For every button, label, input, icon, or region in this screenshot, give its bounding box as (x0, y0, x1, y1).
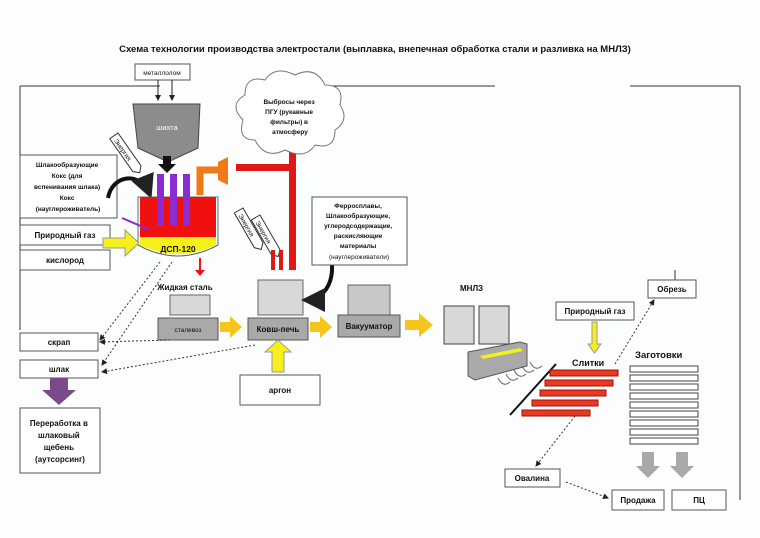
ladle-furnace-label: Ковш-печь (257, 325, 300, 334)
cooling-bed (509, 363, 557, 416)
diagram-title: Схема технологии производства электроста… (119, 44, 631, 55)
ingots-label: Слитки (572, 358, 604, 368)
tundish-1 (443, 305, 475, 345)
natural-gas-label: Природный газ (35, 231, 96, 240)
down-arrow-icon (158, 156, 176, 173)
feed-arrows (155, 80, 175, 101)
oxygen-box (19, 249, 111, 271)
charge-hopper (132, 103, 201, 163)
vacuum-degasser (337, 314, 401, 338)
ingot-stack (521, 369, 619, 417)
pc-box (671, 489, 727, 511)
liquid-steel-label: Жидкая сталь (156, 283, 212, 292)
oxygen-label: кислород (46, 256, 84, 265)
ladle-furnace-top (257, 279, 304, 316)
yellow-arrow-icon (405, 313, 433, 337)
tundish-2 (478, 305, 510, 345)
vacuum-top (347, 284, 391, 316)
down-arrow-icon (636, 452, 660, 478)
mold (467, 341, 528, 381)
natural-gas-2-box (555, 301, 635, 321)
additives-label: Шлакообразующие Кокс (для вспенивания шл… (34, 161, 102, 213)
emissions-cloud (235, 70, 345, 155)
yellow-arrow-icon (220, 316, 242, 338)
argon-box (239, 374, 321, 406)
crop-ends-box (647, 279, 697, 299)
natural-gas-2-label: Природный газ (565, 307, 626, 316)
up-arrow-icon (263, 339, 293, 373)
ccm-label: МНЛЗ (460, 284, 483, 293)
sale-label: Продажа (620, 496, 656, 505)
down-arrow-icon (670, 452, 694, 478)
down-arrow-icon (42, 378, 76, 405)
sale-box (611, 489, 665, 511)
slag-processing-label: Переработка в шлаковый щебень (аутсорсин… (30, 419, 90, 464)
scrap-metal-box (134, 63, 191, 81)
skrap-box (19, 332, 99, 352)
steel-carrier (157, 317, 219, 341)
scale-box (504, 468, 561, 488)
frame-lines (19, 85, 741, 500)
scale-label: Овалина (515, 474, 550, 483)
rollers (497, 361, 543, 385)
charge-label: шихта (156, 123, 178, 132)
slag-processing-box (19, 407, 101, 474)
emissions-label: Выбросы через ПГУ (рукавные фильтры) в а… (263, 98, 316, 136)
dashed-arrows (99, 261, 256, 375)
billets-label: Заготовки (635, 350, 683, 361)
pc-label: ПЦ (693, 496, 705, 505)
crop-ends-label: Обрезь (657, 285, 686, 294)
slag-label: шлак (49, 365, 70, 374)
additives-box (19, 154, 118, 219)
natural-gas-box (19, 224, 111, 246)
yellow-arrow-icon (102, 228, 140, 258)
ladle-1 (169, 294, 211, 316)
eaf-label: ДСП-120 (160, 244, 196, 254)
down-arrow-icon (587, 321, 602, 354)
billet-stack (629, 365, 699, 445)
curved-arrow-icon (106, 171, 154, 199)
scrap-metal-label: металлолом (143, 70, 181, 77)
yellow-arrow-icon (310, 316, 332, 338)
skrap-label: скрап (48, 338, 71, 347)
ferroalloys-box (311, 196, 408, 266)
tap-arrow-icon (195, 258, 205, 276)
steel-carrier-label: сталевоз (174, 327, 201, 334)
eaf-furnace: ДСП-120 (121, 174, 219, 257)
argon-label: аргон (269, 386, 291, 395)
ferroalloys-label: Ферросплавы, Шлакообразующие, углеродсод… (324, 203, 394, 261)
exhaust-duct (196, 166, 220, 195)
vacuum-label: Вакууматор (346, 322, 393, 331)
